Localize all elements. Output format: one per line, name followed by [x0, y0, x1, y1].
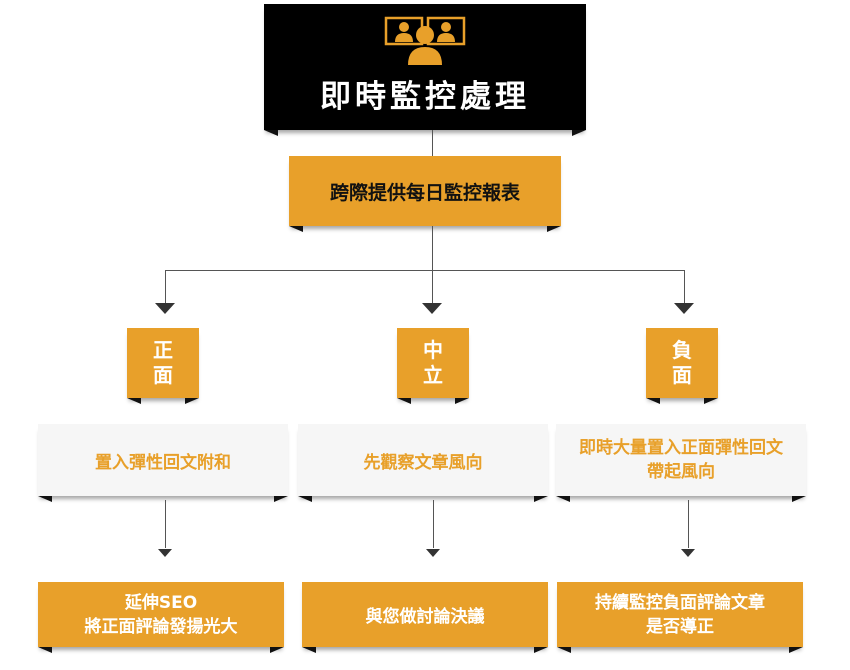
action-text: 先觀察文章風向 — [363, 452, 483, 473]
label-line: 立 — [423, 363, 443, 387]
label-line: 負 — [672, 338, 692, 362]
arrow-icon — [426, 549, 440, 557]
arrow-icon — [155, 303, 175, 314]
label-neutral: 中立 — [397, 328, 469, 404]
arrow-icon — [158, 549, 172, 557]
result-text: 與您做討論決議 — [365, 607, 485, 627]
arrow-icon — [681, 549, 695, 557]
action-neutral: 先觀察文章風向 — [298, 424, 548, 502]
arrow-icon — [422, 303, 442, 314]
result-text: 是否導正 — [646, 616, 714, 637]
result-text: 延伸SEO — [124, 592, 198, 613]
arrow-icon — [674, 303, 694, 314]
title-text: 即時監控處理 — [320, 78, 530, 115]
action-text: 帶起風向 — [647, 462, 715, 482]
label-line: 正 — [153, 338, 173, 362]
label-line: 面 — [153, 363, 173, 387]
title-box: 即時監控處理 — [264, 4, 586, 136]
action-positive: 置入彈性回文附和 — [38, 424, 288, 502]
action-negative: 即時大量置入正面彈性回文帶起風向 — [556, 424, 806, 502]
action-text: 置入彈性回文附和 — [95, 452, 231, 473]
action-text: 即時大量置入正面彈性回文 — [579, 438, 783, 458]
report-box: 跨際提供每日監控報表 — [289, 156, 561, 232]
result-negative: 持續監控負面評論文章是否導正 — [557, 582, 803, 653]
result-text: 持續監控負面評論文章 — [595, 592, 765, 613]
result-positive: 延伸SEO 將正面評論發揚光大 — [38, 582, 284, 653]
label-positive: 正面 — [127, 328, 199, 404]
result-text: 將正面評論發揚光大 — [84, 616, 238, 637]
result-neutral: 與您做討論決議 — [302, 582, 548, 653]
label-line: 面 — [672, 363, 692, 387]
label-line: 中 — [423, 338, 443, 362]
report-text: 跨際提供每日監控報表 — [329, 181, 520, 204]
label-negative: 負面 — [646, 328, 718, 404]
monitoring-users-icon — [384, 16, 466, 65]
